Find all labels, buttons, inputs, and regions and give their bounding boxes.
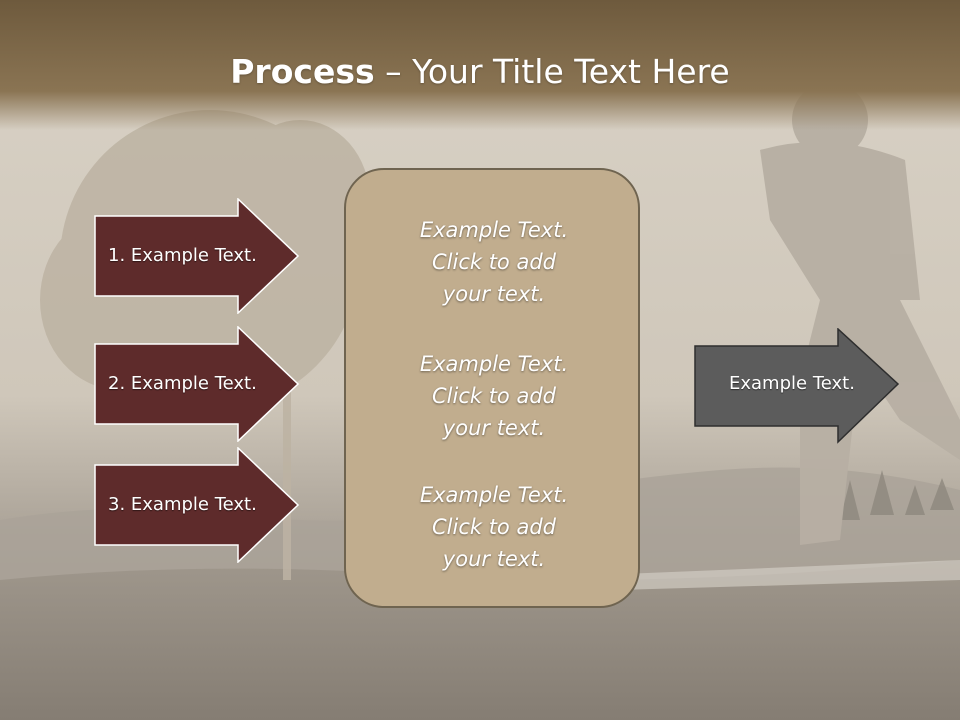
left-arrow-3-label: 3. Example Text. — [108, 494, 257, 515]
title-rest: – Your Title Text Here — [374, 52, 730, 91]
text-block-2: Example Text. Click to add your text. — [346, 348, 642, 444]
text-block-3-line-1: Example Text. — [419, 483, 569, 507]
text-block-1-line-3: your text. — [442, 282, 546, 306]
text-block-1-line-2: Click to add — [431, 250, 556, 274]
text-block-3-line-3: your text. — [442, 547, 546, 571]
text-block-1: Example Text. Click to add your text. — [346, 214, 642, 310]
left-arrow-1[interactable] — [94, 198, 300, 314]
text-block-2-line-3: your text. — [442, 416, 546, 440]
text-block-2-line-2: Click to add — [431, 384, 556, 408]
left-arrow-1-label: 1. Example Text. — [108, 245, 257, 266]
left-arrow-2[interactable] — [94, 326, 300, 442]
text-block-1-line-1: Example Text. — [419, 218, 569, 242]
slide-title: Process – Your Title Text Here — [0, 52, 960, 91]
left-arrow-3[interactable] — [94, 447, 300, 563]
title-bold: Process — [230, 52, 375, 91]
right-arrow[interactable] — [694, 328, 900, 444]
center-text-box[interactable]: Example Text. Click to add your text. Ex… — [344, 168, 640, 608]
right-arrow-label: Example Text. — [729, 373, 855, 394]
text-block-2-line-1: Example Text. — [419, 352, 569, 376]
text-block-3-line-2: Click to add — [431, 515, 556, 539]
left-arrow-2-label: 2. Example Text. — [108, 373, 257, 394]
text-block-3: Example Text. Click to add your text. — [346, 479, 642, 575]
